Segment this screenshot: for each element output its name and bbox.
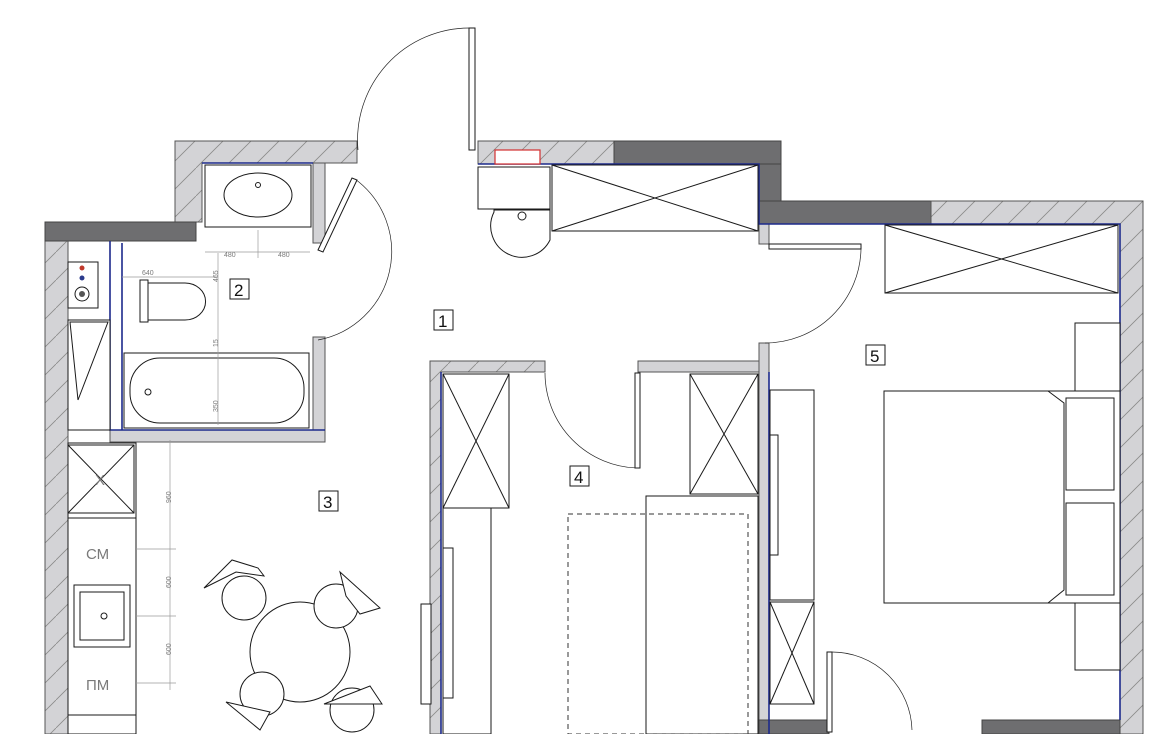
bathroom: 480 480 640 465 15 350	[67, 164, 312, 429]
lower-door-swing	[831, 651, 913, 731]
kitchen: Х СМ ПМ 960 600 600	[67, 319, 383, 734]
tv-room4	[442, 547, 454, 699]
wall-bath-bottom	[109, 429, 326, 443]
electric-panel	[494, 149, 541, 165]
room-number-2: 2	[234, 281, 243, 300]
shoe-cabinet	[477, 166, 551, 210]
sofa-bed	[645, 495, 759, 734]
wall-dark-left	[44, 221, 197, 242]
hallway	[477, 149, 759, 258]
wall-bottom-dark-2	[981, 719, 1121, 734]
dim-640: 640	[142, 270, 154, 277]
dining-chair	[313, 570, 381, 629]
entrance-door-swing	[357, 27, 470, 151]
bathtub	[123, 352, 310, 429]
boiler-dial-center	[79, 291, 85, 297]
dim-960: 960	[166, 491, 173, 503]
kitchen-sink	[73, 584, 131, 648]
label-dishwasher: СМ	[86, 546, 109, 563]
dim-15: 15	[213, 339, 220, 347]
bath-sink-counter	[204, 164, 312, 228]
dim-480-right: 480	[278, 252, 290, 259]
room-number-4: 4	[574, 468, 583, 487]
bath-door-swing	[317, 178, 393, 341]
wall-top-right-dark	[758, 200, 932, 225]
bedroom-tv	[769, 434, 779, 556]
room-number-1: 1	[438, 312, 447, 331]
wall-bath-right	[312, 162, 326, 244]
nightstand-bottom	[1074, 599, 1121, 671]
sofa-unfolded	[567, 513, 749, 734]
wall-step	[758, 163, 782, 202]
room4-door-swing	[544, 372, 639, 469]
wall-bath-right-lower	[312, 336, 326, 443]
bedroom-dresser	[769, 389, 815, 601]
dim-600-top: 600	[166, 576, 173, 588]
bedroom	[769, 224, 1121, 705]
dim-465: 465	[213, 270, 220, 282]
label-fridge: Х	[95, 472, 105, 489]
lower-door-leaf	[826, 651, 833, 733]
doors	[317, 27, 913, 733]
bath-sink-basin	[223, 172, 293, 218]
pillow-bottom	[1065, 502, 1115, 596]
nightstand-top	[1074, 322, 1121, 392]
toilet-tank	[139, 279, 149, 323]
boiler-knob-blue	[79, 275, 85, 281]
boiler-knob-red	[79, 265, 85, 271]
bathtub-drain	[144, 388, 152, 396]
pillow-top	[1065, 397, 1115, 491]
boiler-dial	[74, 286, 90, 302]
room-4	[420, 373, 759, 734]
pouf	[490, 209, 551, 258]
entrance-door-leaf	[468, 27, 476, 151]
bath-door-leaf	[317, 177, 358, 253]
bathtub-inner	[129, 357, 305, 424]
wall-hall-mid	[637, 360, 770, 373]
toilet-bowl	[147, 282, 207, 321]
dim-350: 350	[213, 400, 220, 412]
dim-480-left: 480	[224, 252, 236, 259]
room-number-3: 3	[323, 493, 332, 512]
wall-bedroom-left	[758, 223, 770, 245]
room-labels: 1 2 3 4 5	[229, 278, 886, 512]
wall-top-center-dark	[613, 140, 782, 165]
dining-chair	[203, 559, 267, 621]
room4-door-leaf	[634, 372, 641, 469]
bedroom-door-leaf	[768, 243, 862, 250]
dining-chair	[323, 685, 383, 733]
room-number-5: 5	[870, 347, 879, 366]
bedroom-door-swing	[764, 248, 862, 344]
wall-bedroom-left-lower	[758, 342, 770, 734]
dining-chair	[225, 671, 285, 731]
bath-sink-drain	[255, 182, 261, 188]
label-washer: ПМ	[86, 677, 109, 694]
dim-600-bottom: 600	[166, 643, 173, 655]
